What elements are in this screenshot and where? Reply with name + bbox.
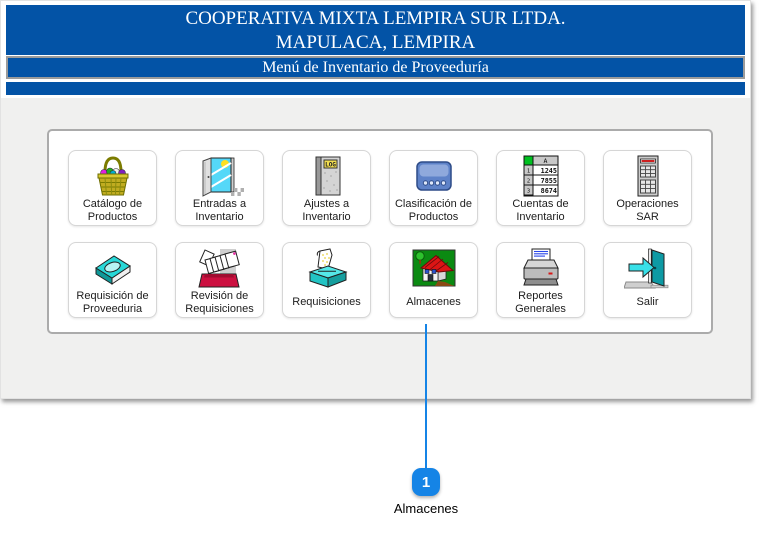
menu-button-revision-de-requisiciones[interactable]: Revisión de Requisiciones — [175, 242, 264, 318]
menu-button-catalogo-de-productos[interactable]: Catálogo de Productos — [68, 150, 157, 226]
log-label-text: LOG — [325, 161, 336, 168]
menu-button-label: Entradas a Inventario — [192, 197, 247, 223]
menu-button-label: Revisión de Requisiciones — [185, 289, 254, 315]
menu-button-label: Requisición de Proveeduria — [76, 289, 149, 315]
menu-button-requisiciones[interactable]: Requisiciones — [282, 242, 371, 318]
menu-button-entradas-a-inventario[interactable]: Entradas a Inventario — [175, 150, 264, 226]
sheet-value: 1245 — [540, 167, 556, 175]
menu-button-operaciones-sar[interactable]: Operaciones SAR — [603, 150, 692, 226]
sheet-value: 8674 — [540, 187, 556, 195]
menu-title-bar: Menú de Inventario de Proveeduría — [6, 56, 745, 79]
blue-button-icon — [415, 161, 452, 191]
menu-button-requisicion-de-proveeduria[interactable]: Requisición de Proveeduria — [68, 242, 157, 318]
house-icon — [412, 249, 455, 287]
menu-button-clasificacion-de-productos[interactable]: Clasificación de Productos — [389, 150, 478, 226]
exit-door-icon — [623, 248, 668, 289]
spreadsheet-icon: A 1 2 3 1245 — [523, 155, 558, 197]
menu-button-label: Clasificación de Productos — [394, 197, 473, 223]
basket-icon — [97, 156, 128, 196]
client-area: Catálogo de Productos — [1, 98, 750, 398]
menu-button-label: Almacenes — [406, 296, 461, 309]
menu-button-cuentas-de-inventario[interactable]: A 1 2 3 1245 — [496, 150, 585, 226]
org-name: COOPERATIVA MIXTA LEMPIRA SUR LTDA. — [185, 8, 566, 29]
annotation-number: 1 — [421, 473, 431, 491]
annotation-label: Almacenes — [393, 501, 459, 516]
log-book-icon: LOG — [315, 156, 340, 196]
card-file-icon — [197, 249, 240, 288]
menu-button-label: Requisiciones — [292, 296, 361, 309]
menu-button-label: Catálogo de Productos — [82, 197, 143, 223]
header-title-bar: COOPERATIVA MIXTA LEMPIRA SUR LTDA. MAPU… — [6, 5, 745, 55]
sheet-row-num: 2 — [526, 179, 529, 185]
sheet-value: 7855 — [540, 177, 556, 185]
menu-button-label: Salir — [636, 296, 659, 309]
menu-button-label: Operaciones SAR — [616, 197, 679, 223]
annotation-connector-line — [425, 324, 427, 470]
menu-button-reportes-generales[interactable]: Reportes Generales — [496, 242, 585, 318]
open-door-icon — [202, 157, 244, 197]
printer-icon — [522, 248, 559, 286]
menu-button-almacenes[interactable]: Almacenes — [389, 242, 478, 318]
menu-button-label: Reportes Generales — [515, 289, 566, 315]
sheet-header-text: A — [543, 157, 547, 165]
menu-title: Menú de Inventario de Proveeduría — [262, 59, 489, 76]
menu-button-label: Ajustes a Inventario — [302, 197, 351, 223]
teal-book-icon — [94, 255, 131, 285]
menu-panel: Catálogo de Productos — [47, 129, 713, 334]
app-window: COOPERATIVA MIXTA LEMPIRA SUR LTDA. MAPU… — [0, 0, 751, 399]
menu-button-ajustes-a-inventario[interactable]: LOG Ajustes a Inventario — [282, 150, 371, 226]
org-location: MAPULACA, LEMPIRA — [275, 32, 476, 53]
menu-button-label: Cuentas de Inventario — [512, 197, 569, 223]
sheet-row-num: 1 — [526, 169, 529, 175]
menu-button-salir[interactable]: Salir — [603, 242, 692, 318]
sheet-row-num: 3 — [526, 189, 529, 195]
calculator-icon — [637, 155, 658, 197]
annotation-badge-1[interactable]: 1 — [412, 468, 440, 496]
receipt-printer-icon — [307, 248, 348, 288]
header-strip — [6, 82, 745, 95]
